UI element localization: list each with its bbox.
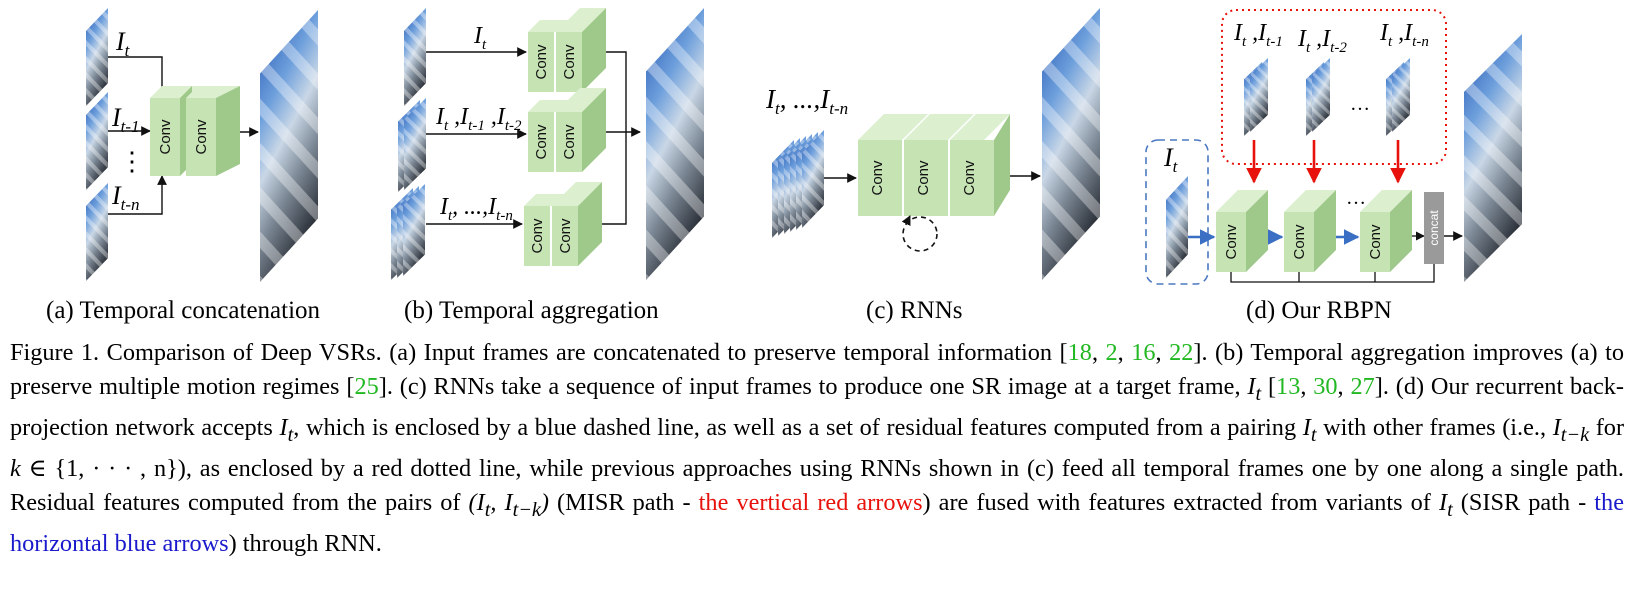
conv-block: Conv [904, 114, 974, 216]
svg-text:Conv: Conv [915, 160, 932, 196]
panel-a: It It-1 ⋮ It-n Conv Conv [86, 8, 318, 282]
input-frame-image [86, 183, 108, 281]
math-It: It [1438, 488, 1453, 521]
subcaption-b: (b) Temporal aggregation [404, 297, 659, 324]
ellipsis: … [1350, 93, 1370, 115]
ellipsis: … [1346, 187, 1366, 209]
input-frame-image [404, 98, 426, 190]
citation-link[interactable]: 16 [1131, 339, 1156, 366]
input-frame-image [404, 8, 426, 106]
svg-text:Conv: Conv [193, 119, 210, 155]
conv-block: Conv [524, 194, 576, 266]
svg-text:concat: concat [1427, 210, 1441, 246]
conv-block: Conv [556, 88, 606, 172]
comparison-figure: It It-1 ⋮ It-n Conv Conv It It ,It-1 ,It… [46, 8, 1522, 324]
svg-text:Conv: Conv [561, 124, 578, 160]
math-It: It [279, 413, 294, 446]
output-frame-image [260, 10, 318, 282]
figure-caption: Figure 1. Comparison of Deep VSRs. (a) I… [10, 339, 1625, 557]
panel-c: It, ...,It-n Conv Conv Conv [765, 8, 1100, 280]
citation-link[interactable]: 27 [1350, 373, 1375, 400]
svg-text:Conv: Conv [157, 119, 174, 155]
label-It: It [115, 27, 131, 60]
svg-text:Conv: Conv [1291, 224, 1308, 260]
label-It-It1-It2: It ,It-1 ,It-2 [435, 104, 522, 134]
math-It: It [1302, 413, 1317, 446]
conv-block: Conv [552, 182, 602, 266]
math-pair: (It, It−k) [468, 488, 549, 521]
conv-block: Conv [950, 114, 1010, 216]
pair-frame-image [1392, 58, 1410, 132]
math-set: ∈ {1, · · · , n} [28, 454, 178, 482]
output-frame-image [1464, 34, 1522, 282]
label-It-to-Itn: It, ...,It-n [439, 194, 513, 224]
svg-text:Conv: Conv [533, 44, 550, 80]
conv-block: Conv [556, 8, 606, 92]
citation-link[interactable]: 30 [1313, 373, 1338, 400]
output-frame-image [646, 8, 704, 280]
svg-text:Conv: Conv [533, 124, 550, 160]
svg-text:Conv: Conv [557, 218, 574, 254]
misr-pairs-box [1221, 9, 1447, 165]
conv-block: Conv [1360, 190, 1412, 272]
label-It-Itn: It ,It-n [1379, 20, 1429, 50]
label-It: It [1163, 143, 1179, 176]
pair-frame-image [1312, 58, 1330, 132]
math-It: It [1247, 373, 1262, 405]
citation-link[interactable]: 22 [1169, 339, 1194, 366]
svg-text:Conv: Conv [1367, 224, 1384, 260]
subcaption-a: (a) Temporal concatenation [46, 297, 321, 324]
pair-frame-image [1250, 58, 1268, 132]
label-It-It1: It ,It-1 [1233, 20, 1283, 50]
output-frame-image [1042, 8, 1100, 280]
panel-d: It ,It-1 It ,It-2 It ,It-n … It Conv Con… [1145, 9, 1522, 285]
figure-label: Figure 1. [10, 339, 100, 366]
red-arrow-text: the vertical red arrows [698, 488, 923, 516]
conv-block: Conv [186, 86, 240, 176]
caption-title: Comparison of Deep VSRs. [106, 339, 382, 366]
label-It-to-Itn: It, ...,It-n [765, 84, 848, 118]
subcaption-d: (d) Our RBPN [1246, 297, 1392, 324]
target-frame-image [1166, 176, 1188, 278]
label-It-n: It-n [111, 181, 140, 214]
label-It-It2: It ,It-2 [1297, 26, 1347, 56]
vdots: ⋮ [119, 147, 145, 176]
svg-text:Conv: Conv [869, 160, 886, 196]
svg-text:Conv: Conv [561, 44, 578, 80]
blue-arrow-text: the horizontal blue arrows [10, 488, 1624, 557]
citation-link[interactable]: 13 [1276, 373, 1301, 400]
citation-link[interactable]: 25 [354, 373, 379, 400]
conv-block: Conv [858, 114, 928, 216]
conv-block: Conv [1216, 190, 1268, 272]
conv-block: Conv [1284, 190, 1336, 272]
math-Itk: It−k [1552, 413, 1590, 446]
svg-text:Conv: Conv [1223, 224, 1240, 260]
panel-b: It It ,It-1 ,It-2 It, ...,It-n Conv Conv… [391, 8, 704, 280]
sisr-input-box [1145, 139, 1209, 285]
citation-link[interactable]: 2 [1105, 339, 1118, 366]
svg-text:Conv: Conv [529, 218, 546, 254]
svg-text:Conv: Conv [961, 160, 978, 196]
label-It: It [473, 23, 487, 53]
concat-block [1424, 192, 1444, 264]
subcaption-c: (c) RNNs [866, 297, 963, 324]
recurrent-loop [902, 216, 938, 252]
citation-link[interactable]: 18 [1067, 339, 1092, 366]
input-frame-image [86, 8, 108, 106]
input-frame-image [86, 92, 108, 190]
